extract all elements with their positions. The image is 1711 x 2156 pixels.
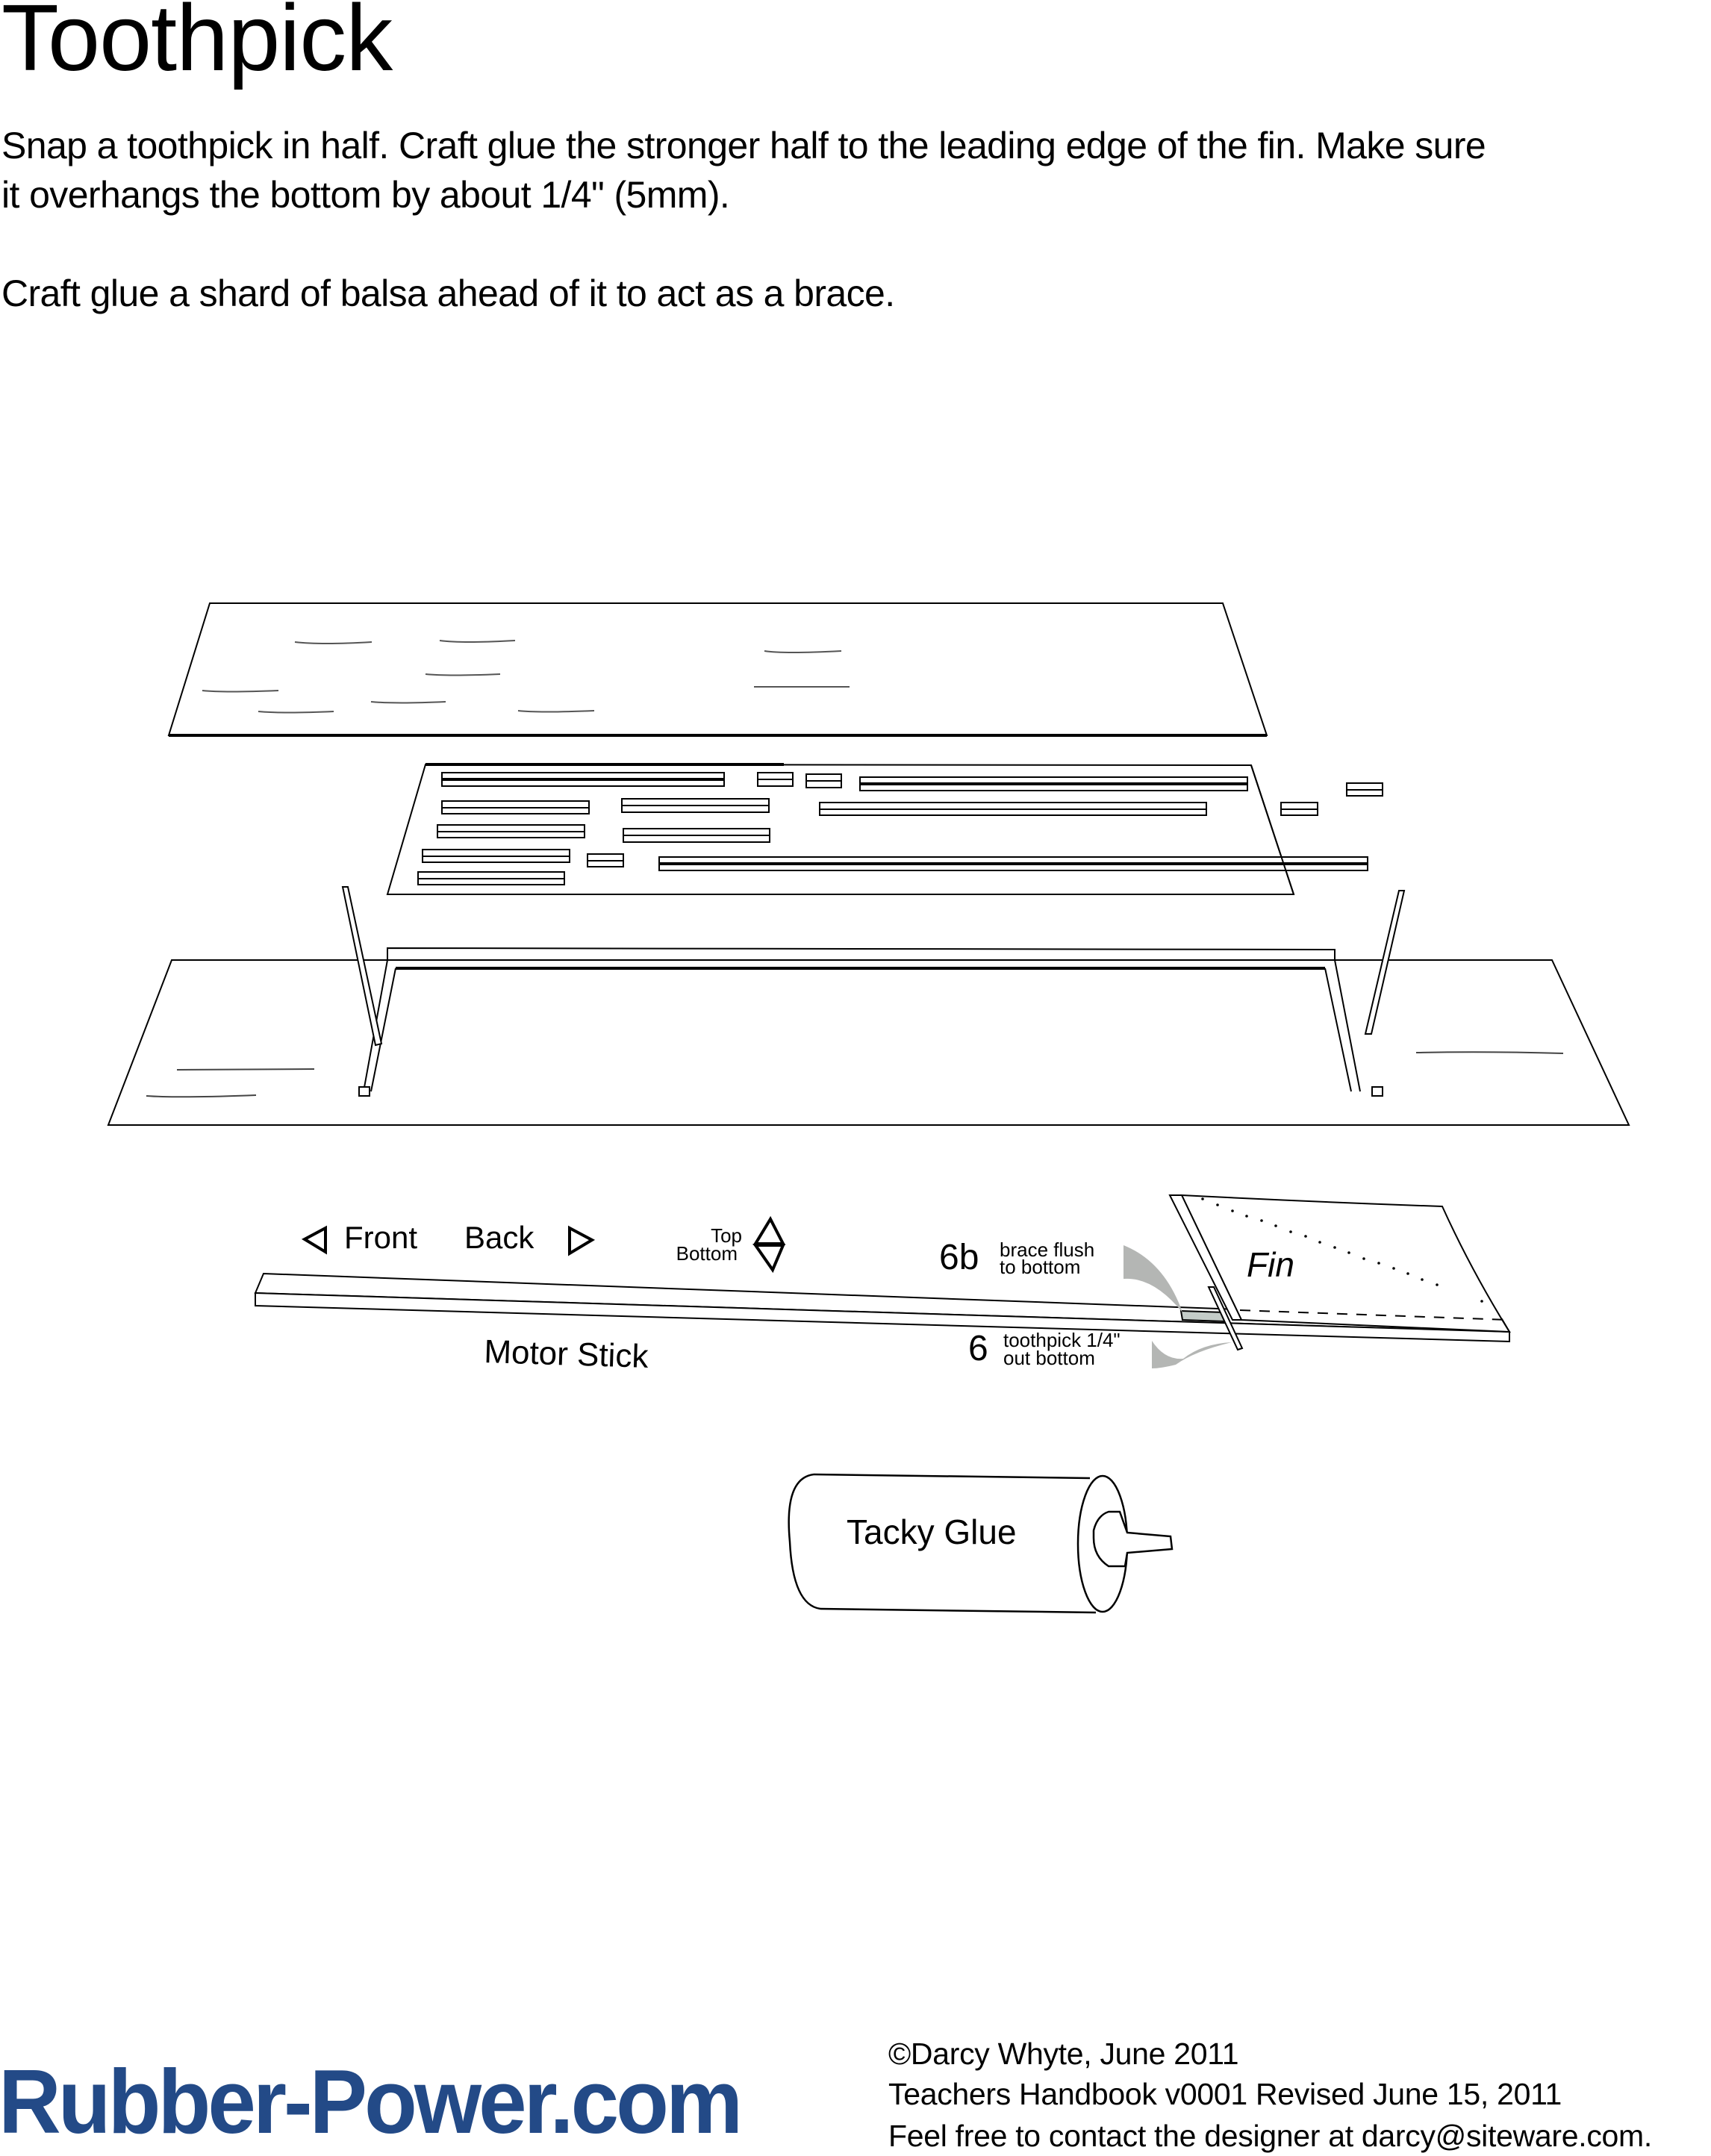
step-6-text-line2: out bottom xyxy=(1003,1347,1095,1369)
instruction-line-1: Snap a toothpick in half. Craft glue the… xyxy=(1,125,1486,166)
instruction-line-2: it overhangs the bottom by about 1/4" (5… xyxy=(1,174,730,216)
version-text: Teachers Handbook v0001 Revised June 15,… xyxy=(888,2077,1562,2111)
parts-outlines xyxy=(417,772,1383,885)
bottom-arrow-icon xyxy=(752,1244,786,1274)
top-label: Top xyxy=(711,1224,742,1247)
toothpick xyxy=(1207,1286,1244,1351)
balsa-brace xyxy=(1179,1309,1225,1323)
bottom-label: Bottom xyxy=(676,1242,738,1265)
motor-stick-label: Motor Stick xyxy=(484,1333,649,1375)
parts-sheet xyxy=(386,763,1383,895)
front-label: Front xyxy=(344,1220,417,1255)
direction-legend: Front Back Top Bottom xyxy=(301,1215,786,1274)
toothpick-pointer-arrow-icon xyxy=(1152,1341,1232,1368)
back-arrow-icon xyxy=(568,1225,596,1256)
brace-pointer-arrow-icon xyxy=(1123,1245,1182,1312)
front-arrow-icon xyxy=(301,1225,327,1255)
back-label: Back xyxy=(464,1220,535,1255)
instruction-paragraph-1: Snap a toothpick in half. Craft glue the… xyxy=(1,121,1486,219)
step-6-text-line1: toothpick 1/4" xyxy=(1003,1329,1121,1351)
step-6b-number: 6b xyxy=(939,1238,979,1277)
step-6-number: 6 xyxy=(968,1329,988,1368)
step-6b-callout: 6b brace flush to bottom xyxy=(939,1238,1094,1278)
building-board xyxy=(107,886,1630,1126)
step-6-callout: 6 toothpick 1/4" out bottom xyxy=(968,1329,1121,1369)
fin xyxy=(1168,1194,1511,1333)
step-6b-text-line1: brace flush xyxy=(1000,1239,1094,1261)
glue-label: Tacky Glue xyxy=(847,1512,1017,1551)
copyright-text: ©Darcy Whyte, June 2011 xyxy=(888,2037,1239,2071)
tacky-glue-bottle xyxy=(788,1473,1174,1614)
top-arrow-icon xyxy=(752,1215,786,1245)
fin-label: Fin xyxy=(1247,1245,1294,1284)
site-logo: Rubber-Power.com xyxy=(0,2050,743,2153)
balsa-sheet-top xyxy=(167,602,1268,737)
page-title: Toothpick xyxy=(1,0,393,90)
step-6b-text-line2: to bottom xyxy=(1000,1256,1080,1278)
instruction-paragraph-2: Craft glue a shard of balsa ahead of it … xyxy=(1,272,895,314)
contact-text: Feel free to contact the designer at dar… xyxy=(888,2119,1652,2153)
